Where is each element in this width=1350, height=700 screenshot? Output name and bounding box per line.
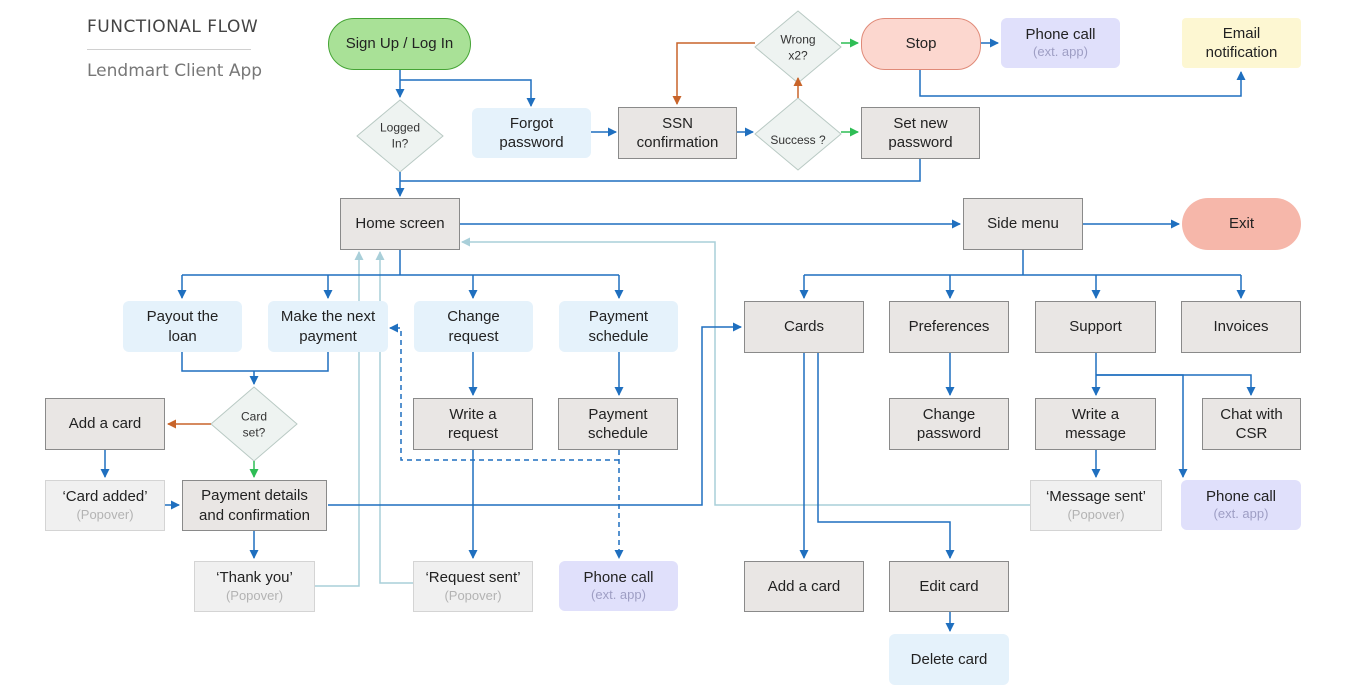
decision-logged-in: Logged In?: [379, 120, 421, 150]
support-to-phone: [1096, 374, 1188, 478]
cards-to-edit-card: [817, 353, 955, 559]
set-pw-to-home: [400, 159, 921, 182]
node-make-next-payment: Make the next payment: [268, 301, 388, 352]
diagram-subtitle: Lendmart Client App: [87, 61, 263, 81]
node-delete-card: Delete card: [889, 634, 1009, 685]
home-branches: [182, 250, 619, 276]
decision-card-set: Card set?: [240, 409, 267, 439]
return-request-sent: [375, 251, 413, 584]
node-exit: Exit: [1182, 198, 1301, 250]
node-payment-schedule: Payment schedule: [559, 301, 678, 352]
payout-payment-merge: [181, 352, 329, 384]
node-email-notification: Email notification: [1182, 18, 1301, 68]
node-change-request: Change request: [414, 301, 533, 352]
wrong-to-ssn: [672, 42, 755, 105]
node-write-a-request: Write a request: [413, 398, 533, 450]
node-payment-details: Payment details and confirmation: [182, 480, 327, 531]
diagram-title: FUNCTIONAL FLOW: [87, 17, 259, 37]
decision-success: Success ?: [770, 133, 826, 148]
node-chat-with-csr: Chat with CSR: [1202, 398, 1301, 450]
node-forgot-password: Forgot password: [472, 108, 591, 158]
node-message-sent-popover: ‘Message sent’(Popover): [1030, 480, 1162, 531]
node-ssn-confirmation: SSN confirmation: [618, 107, 737, 159]
return-thank-you: [315, 251, 364, 587]
node-stop: Stop: [861, 18, 981, 70]
return-message-sent: [461, 237, 1030, 506]
node-add-a-card-left: Add a card: [45, 398, 165, 450]
details-to-cards: [328, 322, 742, 506]
dashed-sched-to-payment: [389, 323, 619, 461]
node-phone-call-stop: Phone call(ext. app): [1001, 18, 1120, 68]
node-phone-call-support: Phone call(ext. app): [1181, 480, 1301, 530]
stop-to-email: [919, 70, 1246, 97]
node-preferences: Preferences: [889, 301, 1009, 353]
node-invoices: Invoices: [1181, 301, 1301, 353]
support-to-chat: [1096, 374, 1256, 396]
node-payment-schedule-detail: Payment schedule: [558, 398, 678, 450]
decision-wrong: Wrong x2?: [780, 32, 816, 62]
node-request-sent-popover: ‘Request sent’(Popover): [413, 561, 533, 612]
node-card-added-popover: ‘Card added’(Popover): [45, 480, 165, 531]
node-add-a-card: Add a card: [744, 561, 864, 612]
node-change-password: Change password: [889, 398, 1009, 450]
decision-success-shape: [754, 97, 842, 171]
node-cards: Cards: [744, 301, 864, 353]
node-side-menu: Side menu: [963, 198, 1083, 250]
node-sign-up-log-in: Sign Up / Log In: [328, 18, 471, 70]
node-payout-the-loan: Payout the loan: [123, 301, 242, 352]
node-home-screen: Home screen: [340, 198, 460, 250]
node-phone-call-schedule: Phone call(ext. app): [559, 561, 678, 611]
node-set-new-password: Set new password: [861, 107, 980, 159]
node-edit-card: Edit card: [889, 561, 1009, 612]
node-write-a-message: Write a message: [1035, 398, 1156, 450]
title-divider: [87, 49, 251, 50]
node-thank-you-popover: ‘Thank you’(Popover): [194, 561, 315, 612]
side-menu-branches: [804, 250, 1241, 276]
signup-to-forgot: [400, 79, 536, 107]
node-support: Support: [1035, 301, 1156, 353]
